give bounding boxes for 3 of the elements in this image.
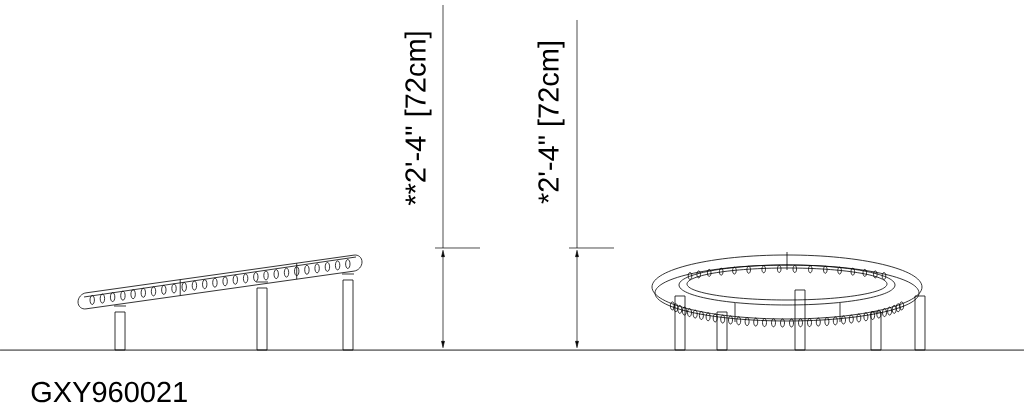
dimension-label: **2'-4" [72cm]: [404, 32, 432, 206]
part-number: GXY960021: [31, 381, 187, 403]
dimension-label: *2'-4" [72cm]: [537, 42, 565, 204]
